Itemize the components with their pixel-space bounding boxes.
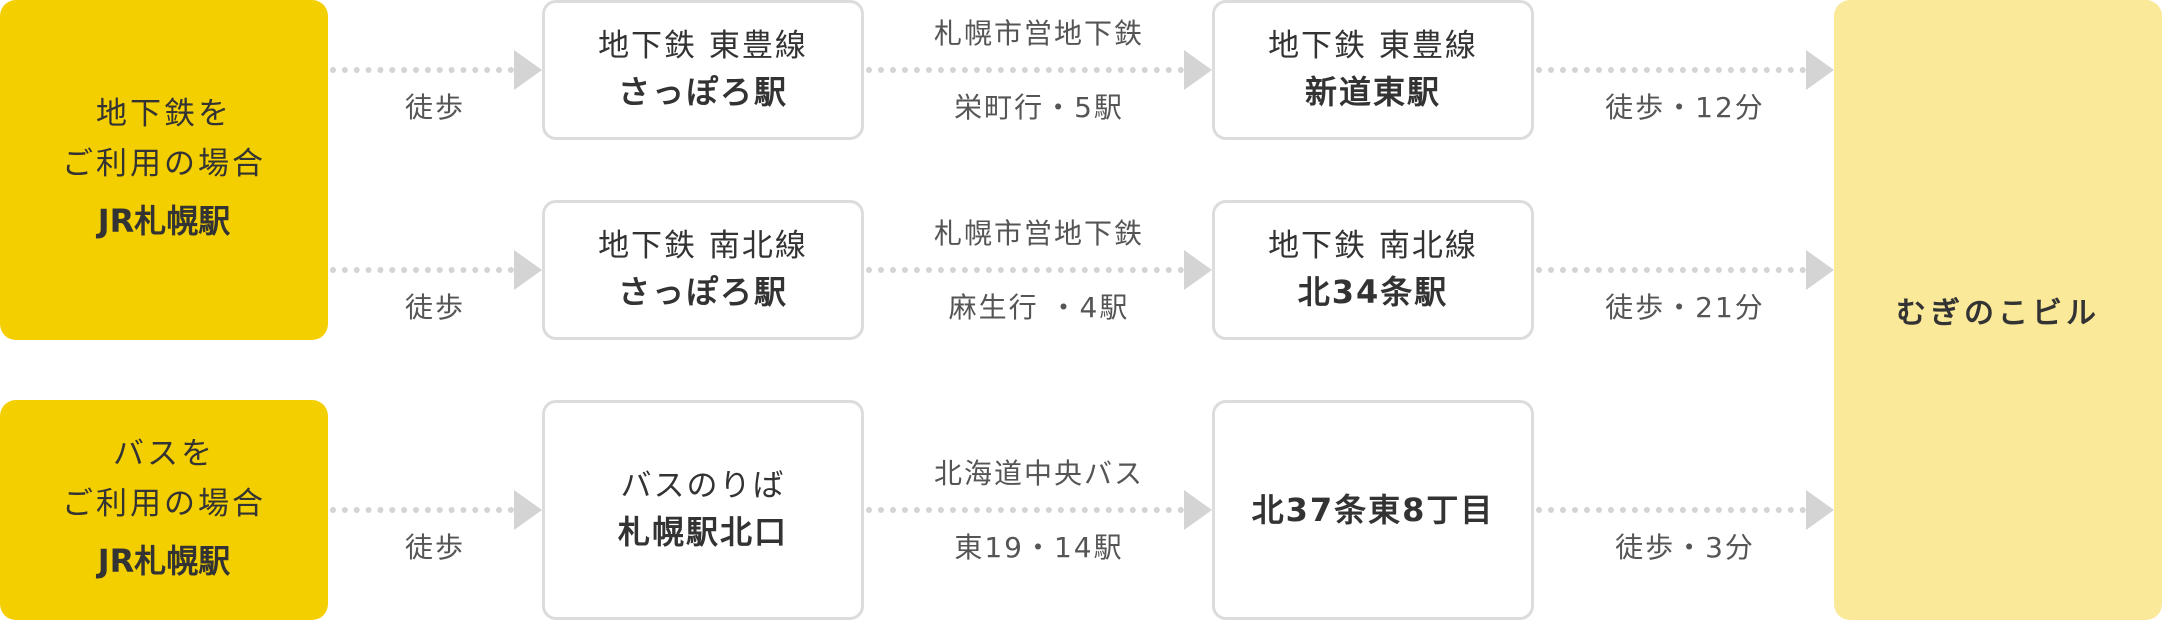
walk-arrow: [330, 490, 542, 530]
walk-label: 徒歩・21分: [1605, 291, 1765, 324]
station-box: 地下鉄 南北線 北34条駅: [1212, 200, 1534, 340]
origin-subway: 地下鉄を ご利用の場合 JR札幌駅: [0, 0, 328, 340]
station-box: 地下鉄 東豊線 さっぽろ駅: [542, 0, 864, 140]
station-box: 北37条東8丁目: [1212, 400, 1534, 620]
origin-subway-line1: 地下鉄を: [96, 96, 232, 132]
station-name: さっぽろ駅: [617, 273, 788, 311]
station-name: 新道東駅: [1304, 73, 1441, 111]
station-name: 北37条東8丁目: [1251, 491, 1495, 529]
station-name: さっぽろ駅: [617, 73, 788, 111]
station-line: 地下鉄 東豊線: [1268, 28, 1478, 64]
station-name: 北34条駅: [1297, 273, 1449, 311]
walk-label: 徒歩: [404, 91, 465, 124]
transit-operator: 北海道中央バス: [933, 457, 1144, 490]
walk-arrow: [330, 50, 542, 90]
walk-label: 徒歩・3分: [1615, 531, 1755, 564]
origin-bus-station: JR札幌駅: [97, 542, 231, 580]
transit-arrow: [866, 490, 1212, 530]
walk-label: 徒歩: [404, 291, 465, 324]
station-box: 地下鉄 南北線 さっぽろ駅: [542, 200, 864, 340]
origin-bus-line1: バスを: [113, 436, 215, 472]
transit-detail: 東19・14駅: [954, 531, 1124, 564]
transit-detail: 栄町行・5駅: [954, 91, 1124, 124]
station-line: 地下鉄 東豊線: [598, 28, 808, 64]
station-line: 地下鉄 南北線: [1268, 228, 1478, 264]
station-line: バスのりば: [620, 468, 786, 504]
walk-arrow: [1536, 490, 1834, 530]
station-line: 地下鉄 南北線: [598, 228, 808, 264]
origin-bus-line2: ご利用の場合: [62, 486, 266, 522]
transit-arrow: [866, 250, 1212, 290]
destination-box: むぎのこビル: [1834, 0, 2162, 620]
transit-arrow: [866, 50, 1212, 90]
station-box: 地下鉄 東豊線 新道東駅: [1212, 0, 1534, 140]
destination-name: むぎのこビル: [1896, 296, 2100, 331]
station-box: バスのりば 札幌駅北口: [542, 400, 864, 620]
origin-bus: バスを ご利用の場合 JR札幌駅: [0, 400, 328, 620]
walk-arrow: [1536, 50, 1834, 90]
transit-operator: 札幌市営地下鉄: [933, 217, 1144, 250]
origin-subway-line2: ご利用の場合: [62, 146, 266, 182]
station-name: 札幌駅北口: [617, 513, 788, 551]
walk-arrow: [1536, 250, 1834, 290]
walk-label: 徒歩・12分: [1605, 91, 1765, 124]
transit-detail: 麻生行 ・4駅: [948, 291, 1130, 324]
transit-operator: 札幌市営地下鉄: [933, 17, 1144, 50]
walk-arrow: [330, 250, 542, 290]
walk-label: 徒歩: [404, 531, 465, 564]
origin-subway-station: JR札幌駅: [97, 202, 231, 240]
